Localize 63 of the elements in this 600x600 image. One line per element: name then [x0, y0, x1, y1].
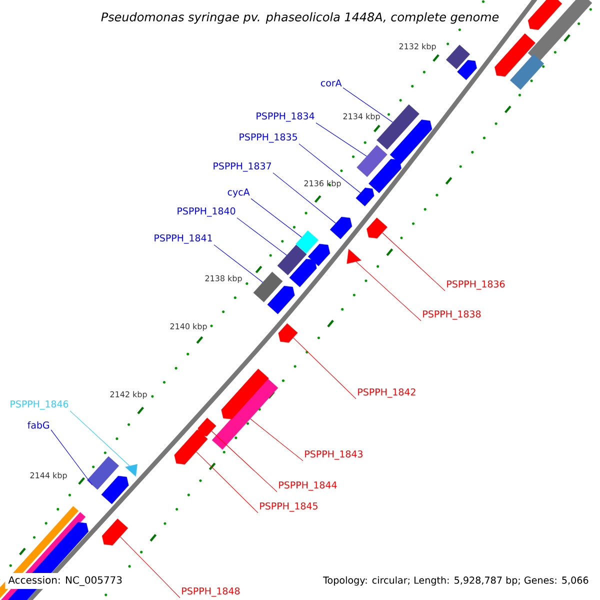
leader-line [316, 122, 367, 157]
gene-label: fabG [28, 421, 50, 429]
leader-line [120, 536, 180, 598]
gene-block [174, 430, 208, 464]
gene-block [366, 218, 388, 238]
leader-line [250, 198, 302, 238]
gene-label: PSPPH_1835 [240, 133, 297, 143]
leader-line [250, 418, 304, 462]
gene-label: cycA [228, 188, 250, 198]
gene-label: PSPPH_1843 [305, 450, 362, 460]
leader-line [50, 430, 92, 486]
gene-label: PSPPH_1834 [256, 112, 314, 122]
gene-block [221, 368, 269, 420]
gene-label: PSPPH_1848 [182, 587, 240, 597]
leader-line [382, 232, 446, 292]
gene-label: PSPPH_1842 [358, 388, 416, 398]
leader-line [293, 337, 356, 400]
gene-block [528, 0, 592, 63]
leader-line [196, 451, 258, 514]
gene-block [308, 244, 330, 266]
gene-block [102, 518, 128, 546]
gene-block [368, 158, 402, 194]
genome-info-text: Topology: circular; Length: 5,928,787 bp; Genes: 5,066 [320, 573, 592, 589]
gene-block [510, 54, 544, 90]
accession-text: Accession: NC_005773 [5, 573, 126, 589]
gene-label: corA [320, 79, 342, 87]
leader-line [211, 430, 278, 492]
gene-block [346, 248, 362, 264]
leader-line [356, 261, 422, 322]
gene-block [289, 258, 317, 288]
gene-block [253, 272, 283, 302]
gene-block [296, 230, 318, 254]
gene-label: PSPPH_1846 [10, 400, 68, 410]
gene-label: PSPPH_1840 [178, 207, 236, 217]
gene-label: PSPPH_1837 [214, 162, 271, 172]
gene-block [198, 418, 216, 436]
leader-line [298, 144, 361, 194]
gene-label: PSPPH_1844 [279, 481, 337, 491]
gene-block [330, 216, 352, 240]
gene-block [446, 44, 470, 70]
leader-line [272, 172, 336, 224]
gene-block [125, 464, 138, 477]
title: Pseudomonas syringae pv. phaseolicola 1448A, complete genome [98, 10, 502, 26]
gene-label: PSPPH_1836 [447, 280, 505, 290]
leader-line [214, 244, 263, 282]
gene-block [356, 145, 388, 177]
gene-block [267, 286, 295, 314]
leader-line [236, 218, 287, 256]
gene-label: PSPPH_1845 [260, 502, 318, 512]
gene-block [101, 476, 129, 504]
gene-label: PSPPH_1838 [423, 310, 481, 320]
gene-block [277, 244, 307, 276]
leader-line [342, 87, 393, 122]
gene-block [390, 120, 432, 164]
gene-block [212, 378, 278, 450]
leader-line [70, 410, 130, 466]
gene-label: PSPPH_1841 [154, 234, 212, 244]
gene-block [86, 456, 120, 490]
gene-block [457, 60, 477, 80]
gene-block [356, 188, 374, 206]
gene-block [528, 0, 562, 30]
gene-block [278, 323, 298, 343]
gene-block [494, 33, 536, 77]
